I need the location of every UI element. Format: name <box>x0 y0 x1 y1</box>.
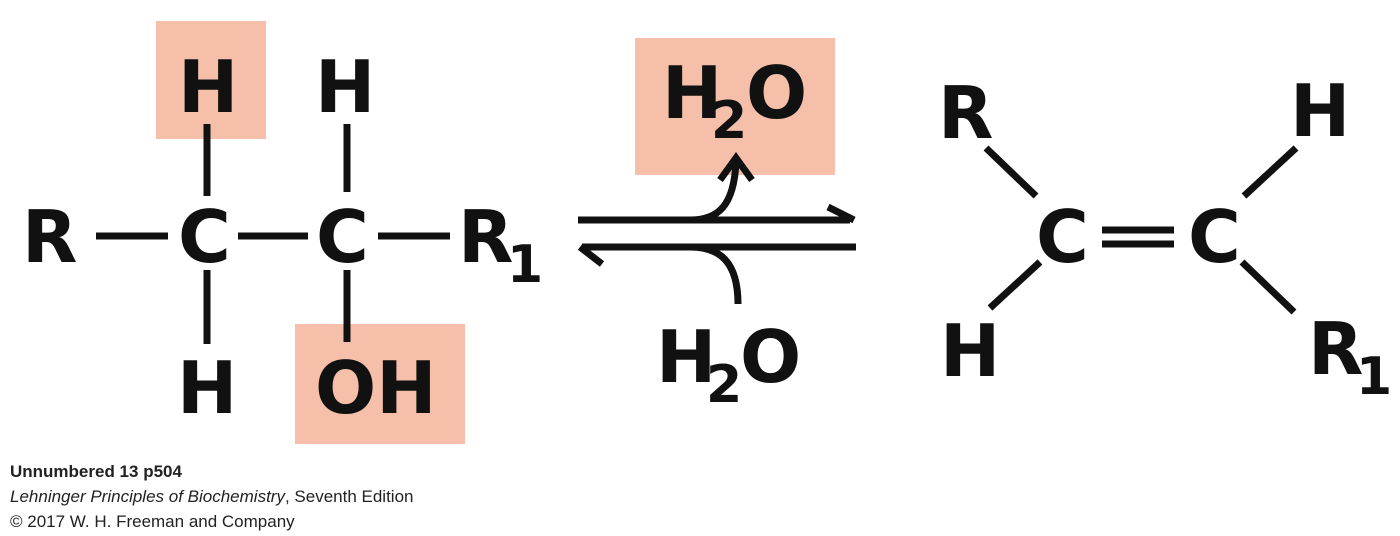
product-atom-c1: C <box>1036 195 1089 279</box>
water-out-o: O <box>746 51 807 135</box>
water-in-h: H <box>656 315 716 399</box>
bond-h-c1-product <box>987 259 1043 311</box>
atom-c2: C <box>316 195 369 279</box>
bond-c2-h-product <box>1241 145 1299 199</box>
highlight-water-box <box>635 38 835 175</box>
water-release-arrowhead <box>717 152 755 183</box>
water-uptake-curve <box>689 243 742 305</box>
product-atom-r1-subscript: 1 <box>1356 347 1392 407</box>
atom-c1: C <box>178 195 231 279</box>
water-in-subscript: 2 <box>706 355 742 415</box>
atom-r1-subscript: 1 <box>507 235 543 295</box>
atom-h-bottom: H <box>177 346 237 430</box>
book-title: Lehninger Principles of Biochemistry <box>10 487 285 506</box>
water-out-h: H <box>662 51 722 135</box>
forward-arrowhead <box>826 203 856 224</box>
reverse-arrowhead <box>577 244 605 267</box>
water-out-subscript: 2 <box>711 91 747 151</box>
water-in-o: O <box>740 315 801 399</box>
atom-h-top-right: H <box>315 45 375 129</box>
highlight-oh-box <box>295 324 465 444</box>
bond-r-c1-product <box>983 145 1039 199</box>
highlight-h-box <box>156 21 266 139</box>
edition-text: , Seventh Edition <box>284 487 414 506</box>
product-atom-c2: C <box>1188 195 1241 279</box>
water-release-curve <box>689 161 740 224</box>
figure-label: Unnumbered 13 p504 <box>10 462 182 481</box>
atom-r-left: R <box>22 195 77 279</box>
source-line: Lehninger Principles of Biochemistry, Se… <box>10 484 414 509</box>
atom-r1: R <box>458 195 513 279</box>
atom-oh: OH <box>315 346 436 430</box>
copyright-line: © 2017 W. H. Freeman and Company <box>10 512 295 531</box>
product-atom-h-left: H <box>940 309 1000 393</box>
product-atom-r1: R <box>1308 307 1363 391</box>
atom-h-top-left: H <box>178 45 238 129</box>
product-atom-h-right: H <box>1290 69 1350 153</box>
product-atom-r: R <box>938 71 993 155</box>
bond-c2-r1-product <box>1239 259 1297 315</box>
